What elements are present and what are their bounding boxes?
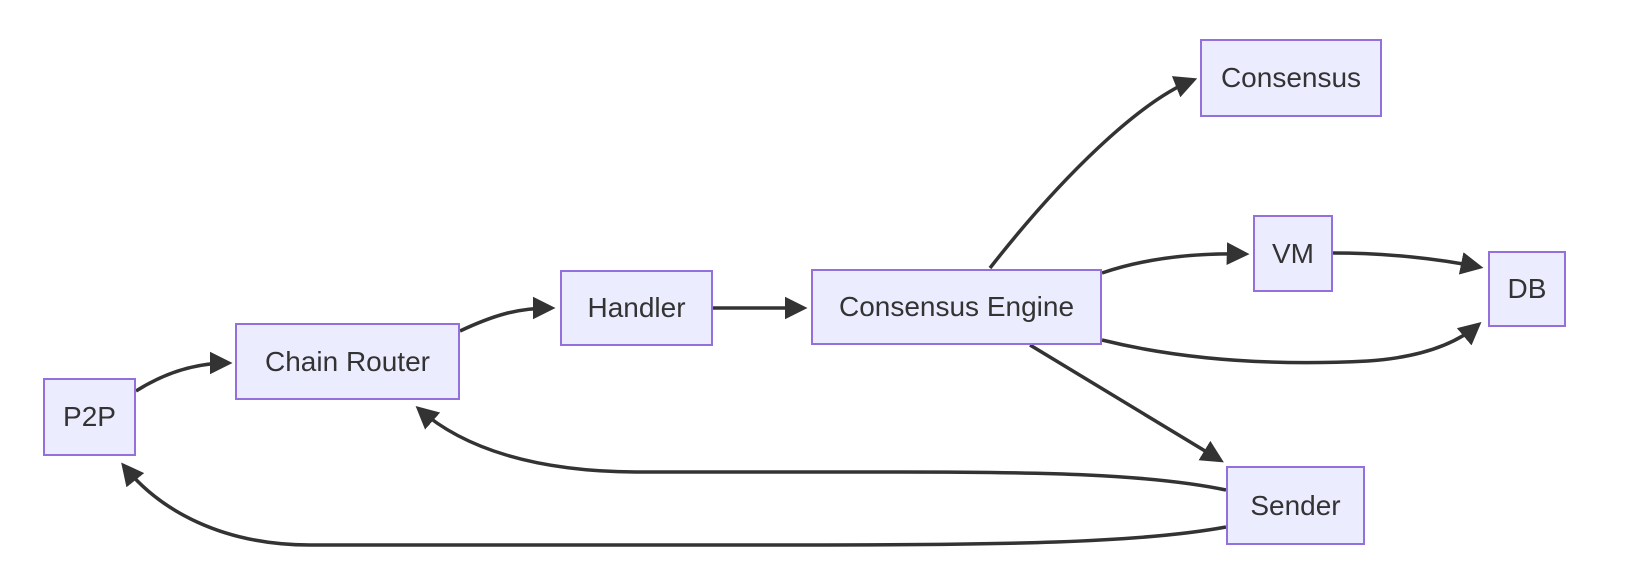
node-vm: VM [1253, 215, 1333, 292]
edge-p2p-to-chain-router [135, 351, 233, 393]
node-p2p: P2P [43, 378, 136, 456]
node-vm-label: VM [1272, 237, 1314, 269]
node-handler-label: Handler [587, 292, 686, 323]
edge-consensus-engine-to-vm [1101, 242, 1250, 275]
edge-consensus-engine-to-db [1101, 322, 1482, 365]
node-consensus: Consensus [1200, 39, 1382, 117]
node-handler: Handler [560, 270, 713, 346]
node-db-label: DB [1507, 273, 1547, 304]
node-consensus-engine-label: Consensus Engine [838, 291, 1075, 322]
edge-consensus-engine-to-consensus [988, 76, 1198, 270]
edge-sender-to-p2p [121, 462, 1227, 547]
node-p2p-label: P2P [63, 401, 116, 432]
edge-sender-to-chain-router [415, 405, 1227, 492]
edge-vm-to-db [1332, 251, 1484, 275]
node-consensus-label: Consensus [1220, 62, 1362, 93]
edge-chain-router-to-handler [459, 296, 556, 333]
node-sender-label: Sender [1250, 489, 1341, 521]
edge-consensus-engine-to-sender [1029, 343, 1224, 463]
node-db: DB [1488, 251, 1566, 327]
node-chain-router-label: Chain Router [265, 345, 430, 377]
node-consensus-engine: Consensus Engine [811, 269, 1102, 345]
node-chain-router: Chain Router [235, 323, 460, 400]
node-sender: Sender [1226, 466, 1365, 545]
